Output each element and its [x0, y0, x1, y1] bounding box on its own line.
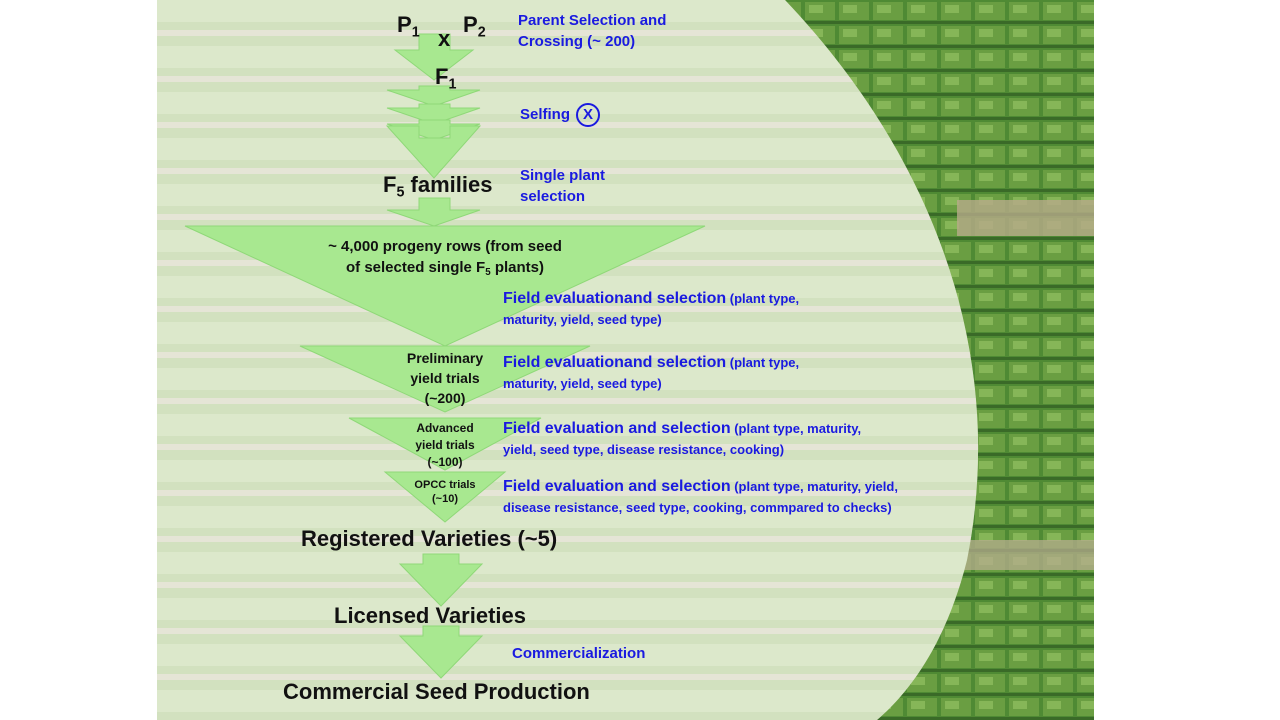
- field-evaluation-note-1: Field evaluationand selection (plant typ…: [503, 290, 800, 327]
- funnel-opcc: [383, 471, 507, 523]
- field-evaluation-note-2: Field evaluationand selection (plant typ…: [503, 354, 800, 391]
- slide: P1 x P2 F1 F5 families ~ 4,000 progeny r…: [157, 0, 1094, 720]
- registered-varieties-label: Registered Varieties (~5): [301, 526, 558, 551]
- preliminary-yield-trials-label: Preliminary yield trials (~200): [406, 350, 484, 406]
- f1-label: F1: [435, 64, 457, 93]
- arrow-selfing-to-f5: [385, 125, 482, 179]
- arrow-registered-to-licensed: [398, 553, 484, 607]
- f5-families-label: F5 families: [383, 172, 493, 201]
- funnel-preliminary-yield: [299, 345, 591, 413]
- arrow-licensed-to-commercial: [398, 625, 484, 679]
- diagram-canvas: [157, 0, 1094, 720]
- selfing-x-icon: X: [576, 103, 601, 127]
- funnel-arrows: [184, 33, 706, 679]
- single-plant-selection-note: Single plant selection: [520, 167, 606, 205]
- progeny-rows-label: ~ 4,000 progeny rows (from seed of selec…: [328, 238, 562, 278]
- licensed-varieties-label: Licensed Varieties: [334, 603, 526, 628]
- parent-1-label: P1: [397, 12, 420, 41]
- commercialization-note: Commercialization: [512, 645, 646, 662]
- funnel-advanced-yield: [348, 417, 542, 471]
- light-overlay-haze: [157, 0, 979, 720]
- advanced-yield-trials-label: Advanced yield trials (~100): [415, 421, 475, 469]
- arrow-cross-to-f1: [393, 33, 475, 81]
- arrow-selfing-2: [386, 103, 481, 125]
- field-evaluation-note-3: Field evaluation and selection (plant ty…: [503, 420, 862, 457]
- parent-selection-note: Parent Selection and Crossing (~ 200): [518, 12, 667, 50]
- commercial-seed-production-label: Commercial Seed Production: [283, 679, 590, 704]
- arrow-f5-to-progeny: [386, 197, 481, 227]
- parent-2-label: P2: [463, 12, 486, 41]
- funnel-progeny-rows: [184, 225, 706, 347]
- opcc-trials-label: OPCC trials (~10): [414, 479, 476, 505]
- cross-symbol: x: [438, 26, 451, 51]
- field-soil-strip: [957, 200, 1094, 236]
- arrow-selfing-1: [386, 85, 481, 107]
- field-evaluation-note-4: Field evaluation and selection (plant ty…: [503, 478, 898, 515]
